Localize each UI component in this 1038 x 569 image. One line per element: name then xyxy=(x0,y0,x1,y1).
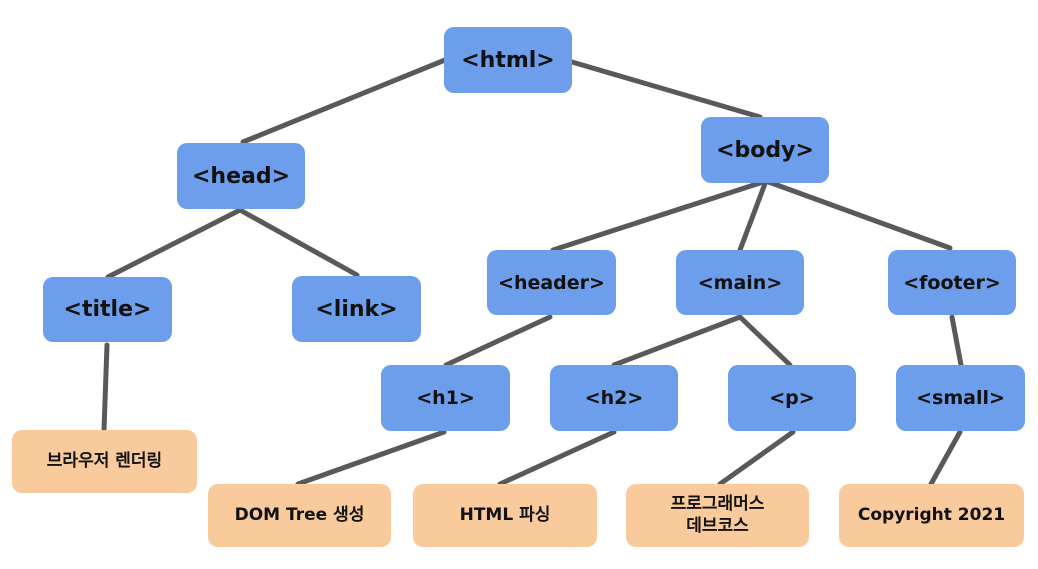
edge-body-main xyxy=(737,178,769,253)
edge-head-link xyxy=(237,207,360,278)
text-node-h1: DOM Tree 생성 xyxy=(208,484,391,547)
edge-small-text xyxy=(928,429,963,487)
node-body: <body> xyxy=(701,117,829,183)
edge-h1-text xyxy=(295,429,447,487)
node-header: <header> xyxy=(487,250,616,315)
node-h2: <h2> xyxy=(550,365,678,431)
text-node-title: 브라우저 렌더링 xyxy=(12,430,197,493)
node-p: <p> xyxy=(728,365,856,431)
edge-p-text xyxy=(717,429,796,487)
text-node-p: 프로그래머스 데브코스 xyxy=(626,484,809,547)
edge-main-h2 xyxy=(611,314,743,368)
edge-main-p xyxy=(737,314,793,368)
edge-header-h1 xyxy=(443,314,553,368)
node-footer: <footer> xyxy=(888,250,1016,315)
node-title: <title> xyxy=(43,277,172,342)
node-link: <link> xyxy=(292,276,421,342)
edge-footer-small xyxy=(949,314,964,368)
node-html: <html> xyxy=(444,27,572,93)
edge-html-head xyxy=(240,57,448,145)
node-head: <head> xyxy=(177,143,305,209)
edge-h2-text xyxy=(497,429,617,487)
edge-head-title xyxy=(105,207,243,280)
edge-body-footer xyxy=(763,178,953,251)
node-small: <small> xyxy=(896,365,1025,431)
edge-body-header xyxy=(550,178,769,253)
text-node-h2: HTML 파싱 xyxy=(413,484,597,547)
node-h1: <h1> xyxy=(381,365,510,431)
edge-html-body xyxy=(569,59,763,120)
node-main: <main> xyxy=(676,250,804,315)
edge-title-text xyxy=(101,342,110,433)
text-node-small: Copyright 2021 xyxy=(839,484,1024,547)
